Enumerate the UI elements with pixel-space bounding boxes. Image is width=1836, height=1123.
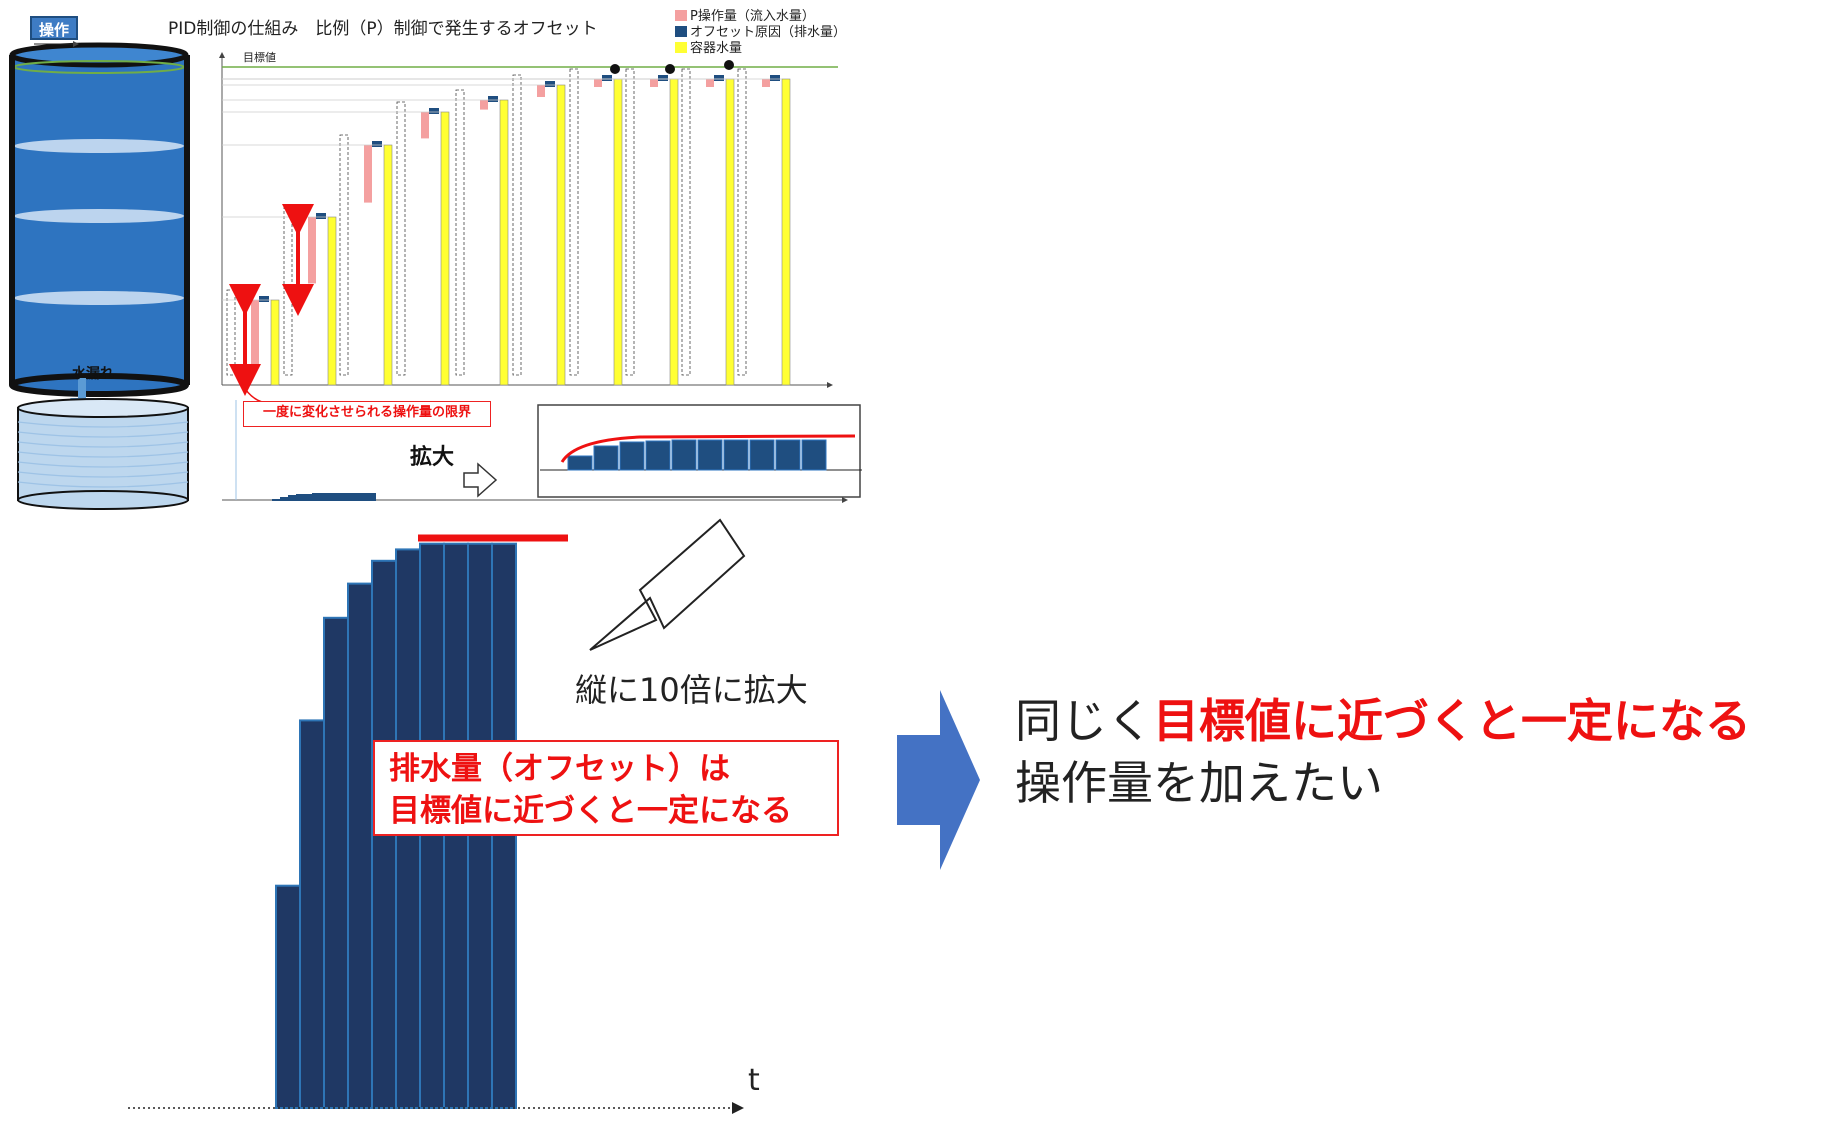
- step-prev-level-3: [339, 134, 349, 376]
- legend-label-offset: オフセット原因（排水量）: [690, 25, 847, 40]
- zoom-note: 縦に10倍に拡大: [575, 671, 808, 709]
- step-p-amount-1: [251, 300, 259, 368]
- conclusion-prefix: 同じく: [1015, 694, 1153, 748]
- step-p-amount-7: [594, 79, 602, 87]
- marker-dot-2: [665, 64, 675, 74]
- zoomed-bar-4: [347, 582, 373, 1109]
- step-offset-5: [488, 96, 498, 102]
- legend-label-p: P操作量（流入水量）: [690, 9, 815, 24]
- legend-swatch-p: [675, 10, 687, 21]
- conclusion-line1: 同じく目標値に近づくと一定になる: [1015, 690, 1751, 752]
- step-offset-7: [602, 75, 612, 81]
- expand-arrow: [463, 462, 498, 498]
- conclusion: 同じく目標値に近づくと一定になる 操作量を加えたい: [1015, 690, 1751, 814]
- step-level-1: [270, 299, 280, 386]
- step-level-3: [383, 144, 393, 386]
- step-prev-level-10: [737, 68, 747, 376]
- inset-bar-10: [801, 439, 827, 471]
- step-p-amount-6: [537, 85, 545, 97]
- step-level-5: [499, 99, 509, 386]
- step-prev-level-8: [625, 68, 635, 376]
- inset-bar-6: [697, 439, 723, 471]
- step-p-amount-8: [650, 79, 658, 87]
- mini-offset-bars: [272, 493, 376, 501]
- inset-bar-2: [593, 445, 619, 471]
- zoom-arrow: [589, 518, 746, 651]
- leak-label: 水漏れ: [72, 366, 114, 382]
- setpoint-label: 目標値: [243, 51, 276, 64]
- time-axis-label: t: [748, 1063, 760, 1098]
- conclusion-highlight: 目標値に近づくと一定になる: [1153, 694, 1751, 748]
- step-level-4: [440, 111, 450, 386]
- marker-dot-1: [610, 64, 620, 74]
- limit-note: 一度に変化させられる操作量の限界: [243, 401, 491, 427]
- figure-title: PID制御の仕組み 比例（P）制御で発生するオフセット: [168, 19, 598, 39]
- inset-bar-7: [723, 439, 749, 471]
- step-p-amount-10: [762, 79, 770, 87]
- step-prev-level-9: [681, 68, 691, 376]
- legend-item-level: 容器水量: [675, 42, 742, 56]
- step-offset-10: [770, 75, 780, 81]
- legend-swatch-offset: [675, 26, 687, 37]
- marker-dot-3: [724, 60, 734, 70]
- zoomed-bar-1: [275, 884, 301, 1110]
- step-offset-4: [429, 108, 439, 114]
- offset-note-line2: 目標値に近づくと一定になる: [389, 793, 792, 829]
- zoomed-bar-3: [323, 616, 349, 1109]
- step-prev-level-1: [226, 289, 236, 376]
- inset-bar-8: [749, 439, 775, 471]
- lower-tank: [17, 398, 189, 510]
- step-offset-9: [714, 75, 724, 81]
- offset-note: 排水量（オフセット）は 目標値に近づくと一定になる: [373, 740, 839, 836]
- step-offset-6: [545, 81, 555, 87]
- step-p-amount-4: [421, 112, 429, 139]
- upper-tank: [9, 42, 190, 397]
- step-prev-level-2: [283, 206, 293, 376]
- result-arrow: [897, 690, 980, 870]
- step-prev-level-7: [569, 68, 579, 376]
- time-axis-head: [732, 1102, 744, 1114]
- step-prev-level-6: [512, 74, 522, 376]
- step-level-9: [725, 78, 735, 386]
- step-level-8: [669, 78, 679, 386]
- step-level-6: [556, 84, 566, 386]
- step-p-amount-9: [706, 79, 714, 87]
- step-offset-2: [316, 213, 326, 219]
- step-p-amount-2: [308, 217, 316, 284]
- limit-callout-line: [241, 383, 263, 403]
- step-prev-level-4: [396, 101, 406, 376]
- inset-bar-9: [775, 439, 801, 471]
- legend-item-p: P操作量（流入水量）: [675, 10, 815, 24]
- conclusion-line2: 操作量を加えたい: [1015, 756, 1383, 810]
- inset-bar-5: [671, 439, 697, 471]
- legend-label-level: 容器水量: [690, 41, 743, 56]
- expand-label: 拡大: [410, 445, 455, 470]
- zoomed-bar-2: [299, 719, 325, 1110]
- step-chart: [222, 68, 791, 386]
- step-offset-8: [658, 75, 668, 81]
- step-offset-3: [372, 141, 382, 147]
- legend-item-offset: オフセット原因（排水量）: [675, 26, 846, 40]
- step-p-amount-3: [364, 145, 372, 203]
- inset-bar-1: [567, 455, 593, 471]
- inset-bar-3: [619, 441, 645, 471]
- step-p-amount-5: [480, 100, 488, 110]
- step-offset-1: [259, 296, 269, 302]
- operation-label: 操作: [30, 16, 78, 40]
- step-level-10: [781, 78, 791, 386]
- legend-swatch-level: [675, 42, 687, 53]
- offset-note-line1: 排水量（オフセット）は: [389, 751, 730, 787]
- step-level-2: [327, 216, 337, 386]
- inset-bar-4: [645, 440, 671, 471]
- zoom-inset: [537, 404, 862, 498]
- step-level-7: [613, 78, 623, 386]
- step-prev-level-5: [455, 89, 465, 376]
